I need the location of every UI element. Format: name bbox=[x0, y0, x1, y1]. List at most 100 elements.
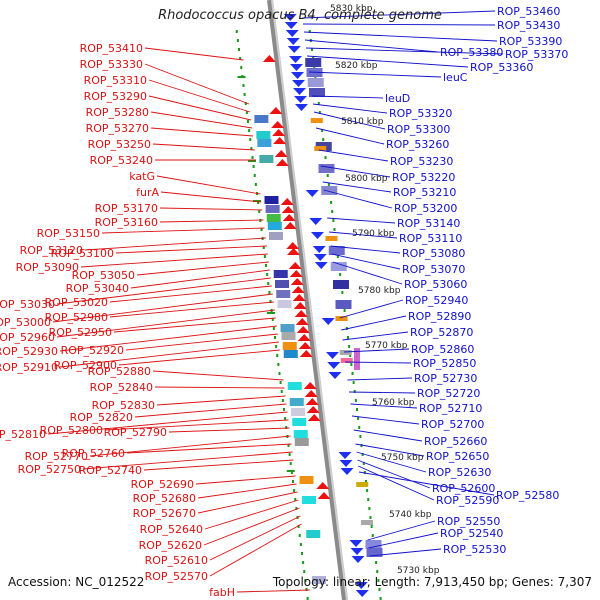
right-leader-line bbox=[308, 71, 442, 78]
guide-dot bbox=[353, 390, 356, 393]
gene-box bbox=[282, 342, 297, 350]
guide-dot bbox=[239, 57, 242, 60]
left-leader-line bbox=[104, 419, 289, 431]
right-gene-label: ROP_52940 bbox=[405, 294, 468, 307]
left-gene-label: ROP_52960 bbox=[0, 331, 55, 344]
left-leader-line bbox=[150, 111, 253, 129]
guide-dot bbox=[378, 588, 381, 591]
gene-box bbox=[281, 332, 296, 340]
guide-dot bbox=[275, 345, 278, 348]
right-leader-line bbox=[304, 39, 439, 53]
right-gene-label: ROP_52660 bbox=[424, 435, 487, 448]
guide-dot bbox=[317, 102, 320, 105]
guide-dot bbox=[297, 525, 300, 528]
guide-dot bbox=[322, 138, 325, 141]
right-gene-label: leuD bbox=[385, 92, 410, 105]
right-leader-line bbox=[353, 429, 423, 442]
left-gene-label: ROP_52770 bbox=[25, 450, 88, 463]
guide-dot bbox=[271, 318, 274, 321]
gene-box-blue bbox=[333, 280, 349, 289]
right-gene-label: ROP_53320 bbox=[389, 107, 452, 120]
right-gene-label: ROP_53460 bbox=[497, 5, 560, 18]
guide-dot bbox=[265, 264, 267, 267]
guide-dot bbox=[260, 228, 263, 231]
right-gene-label: ROP_52630 bbox=[428, 466, 491, 479]
right-leader-line bbox=[302, 10, 496, 19]
guide-dash bbox=[248, 160, 256, 162]
gene-box bbox=[273, 270, 288, 278]
plus-strand-arrow bbox=[298, 342, 312, 349]
guide-dot bbox=[284, 417, 287, 420]
minus-strand-arrow bbox=[293, 88, 306, 95]
left-gene-label: ROP_53090 bbox=[16, 261, 79, 274]
guide-dot bbox=[326, 174, 329, 177]
gene-box bbox=[280, 324, 295, 332]
left-gene-label: ROP_52910 bbox=[0, 361, 58, 374]
gene-box-blue bbox=[328, 246, 345, 255]
left-gene-label: ROP_52800 bbox=[40, 424, 103, 437]
left-gene-label: ROP_53250 bbox=[88, 138, 151, 151]
gene-box-blue bbox=[307, 78, 324, 87]
left-leader-line bbox=[154, 386, 285, 389]
guide-dot bbox=[370, 525, 373, 528]
left-leader-line bbox=[80, 253, 268, 268]
left-leader-line bbox=[144, 47, 244, 61]
left-leader-line bbox=[160, 191, 262, 203]
plus-strand-arrow bbox=[316, 482, 330, 489]
scale-label: 5780 kbp bbox=[358, 286, 401, 296]
right-gene-label: ROP_53200 bbox=[394, 202, 457, 215]
guide-dot bbox=[305, 588, 308, 591]
scale-label: 5740 kbp bbox=[389, 510, 432, 520]
scale-label: 5760 kbp bbox=[372, 398, 415, 408]
left-gene-label: furA bbox=[136, 186, 159, 199]
guide-dot bbox=[280, 390, 283, 393]
backbone-highlight bbox=[271, 0, 348, 600]
left-gene-label: ROP_52750 bbox=[18, 463, 81, 476]
left-leader-line bbox=[59, 325, 277, 352]
plus-strand-arrow bbox=[292, 294, 306, 301]
plus-strand-arrow bbox=[275, 159, 289, 166]
left-leader-line bbox=[109, 285, 272, 303]
right-gene-label: ROP_53360 bbox=[470, 61, 533, 74]
guide-dot bbox=[362, 462, 365, 465]
plus-strand-arrow bbox=[299, 350, 313, 357]
guide-dot bbox=[366, 489, 369, 492]
left-leader-line bbox=[89, 435, 291, 457]
minus-strand-arrow bbox=[321, 318, 335, 325]
left-leader-line bbox=[204, 499, 299, 530]
gene-marker bbox=[354, 348, 360, 370]
left-gene-label: ROP_52930 bbox=[0, 345, 58, 358]
gene-box bbox=[289, 398, 304, 406]
guide-dot bbox=[361, 453, 364, 456]
right-leader-line bbox=[339, 299, 404, 319]
right-gene-label: ROP_53140 bbox=[397, 217, 460, 230]
minus-strand-arrow bbox=[294, 96, 307, 103]
left-gene-label: ROP_53000 bbox=[0, 316, 51, 329]
left-leader-line bbox=[143, 459, 294, 471]
left-gene-label: ROP_52610 bbox=[145, 554, 208, 567]
minus-strand-arrow bbox=[338, 452, 352, 459]
guide-dot bbox=[269, 300, 272, 303]
guide-dot bbox=[288, 453, 291, 456]
scale-label: 5750 kbp bbox=[381, 453, 424, 463]
left-gene-label: ROP_52760 bbox=[62, 447, 125, 460]
guide-dot bbox=[367, 498, 370, 501]
guide-dot bbox=[263, 255, 266, 258]
guide-dot bbox=[359, 435, 362, 438]
left-gene-label: ROP_52740 bbox=[79, 464, 142, 477]
plus-strand-arrow bbox=[307, 414, 321, 421]
label-leader-lines bbox=[47, 10, 504, 593]
guide-dot bbox=[276, 354, 279, 357]
minus-strand-arrow bbox=[327, 362, 341, 369]
left-gene-label: ROP_53310 bbox=[84, 74, 147, 87]
right-gene-label: ROP_52650 bbox=[426, 450, 489, 463]
guide-dot bbox=[299, 543, 302, 546]
left-leader-line bbox=[150, 127, 254, 137]
guide-dot bbox=[357, 417, 360, 420]
left-gene-label: ROP_52900 bbox=[54, 359, 117, 372]
right-leader-line bbox=[341, 315, 407, 331]
minus-strand-arrow bbox=[313, 254, 327, 261]
guide-dot bbox=[347, 336, 349, 339]
right-gene-label: ROP_53300 bbox=[387, 123, 450, 136]
left-gene-label: ROP_53040 bbox=[66, 282, 129, 295]
